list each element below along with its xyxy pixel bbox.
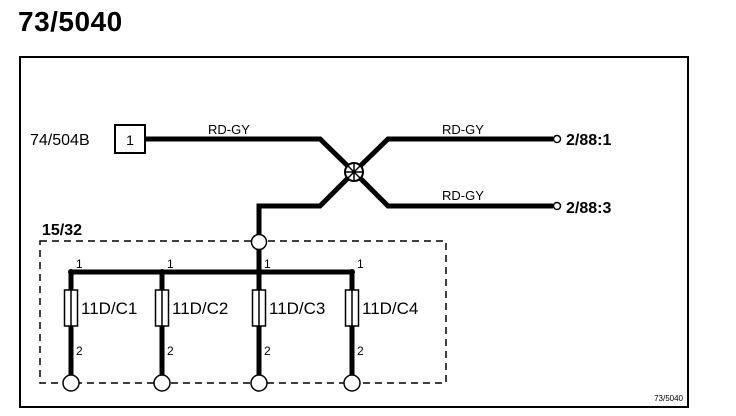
component-ground-pin bbox=[343, 374, 361, 392]
component-name-label: 11D/C1 bbox=[81, 299, 137, 318]
component-group: 1 2 11D/C1 1 2 11D/C2 1 2 11D/C3 1 2 11D/C4 bbox=[62, 257, 418, 392]
component-ground-pin bbox=[62, 374, 80, 392]
wire-out-bottom bbox=[352, 170, 553, 209]
component-4: 1 2 11D/C4 bbox=[343, 257, 418, 392]
component-2: 1 2 11D/C2 bbox=[153, 257, 228, 392]
wire-to-module bbox=[256, 170, 356, 236]
component-pin-top-label: 1 bbox=[357, 257, 364, 271]
terminal-top bbox=[552, 134, 562, 144]
terminal-bottom bbox=[552, 201, 562, 211]
splice-icon bbox=[344, 162, 364, 182]
diagram-frame bbox=[19, 56, 689, 408]
component-pin-top-label: 1 bbox=[167, 257, 174, 271]
component-pin-bottom-label: 2 bbox=[357, 344, 364, 358]
component-pin-bottom-label: 2 bbox=[76, 344, 83, 358]
wire-out-top-label: RD-GY bbox=[442, 122, 484, 137]
wire-out-top bbox=[352, 136, 553, 174]
component-pin-top-label: 1 bbox=[264, 257, 271, 271]
connector-ref-label: 74/504B bbox=[30, 132, 90, 149]
component-ground-pin bbox=[153, 374, 171, 392]
destination-top-label: 2/88:1 bbox=[566, 132, 611, 149]
component-name-label: 11D/C4 bbox=[362, 299, 418, 318]
component-pin-top-label: 1 bbox=[76, 257, 83, 271]
module-ref-label: 15/32 bbox=[42, 222, 82, 239]
module-boundary bbox=[39, 240, 447, 384]
component-name-label: 11D/C3 bbox=[269, 299, 325, 318]
component-pin-bottom-label: 2 bbox=[167, 344, 174, 358]
page-title: 73/5040 bbox=[18, 6, 123, 37]
destination-bottom-label: 2/88:3 bbox=[566, 200, 611, 217]
connector-pin-label: 1 bbox=[126, 132, 134, 148]
component-pin-bottom-label: 2 bbox=[264, 344, 271, 358]
corner-ref-label: 73/5040 bbox=[654, 394, 683, 403]
component-1: 1 2 11D/C1 bbox=[62, 257, 137, 392]
wire-main-label: RD-GY bbox=[208, 122, 250, 137]
wire-main bbox=[145, 136, 356, 174]
component-3: 1 2 11D/C3 bbox=[250, 257, 325, 392]
component-name-label: 11D/C2 bbox=[172, 299, 228, 318]
component-ground-pin bbox=[250, 374, 268, 392]
module-input-pin bbox=[250, 233, 268, 251]
wire-out-bottom-label: RD-GY bbox=[442, 188, 484, 203]
connector-pin-box bbox=[114, 124, 146, 154]
